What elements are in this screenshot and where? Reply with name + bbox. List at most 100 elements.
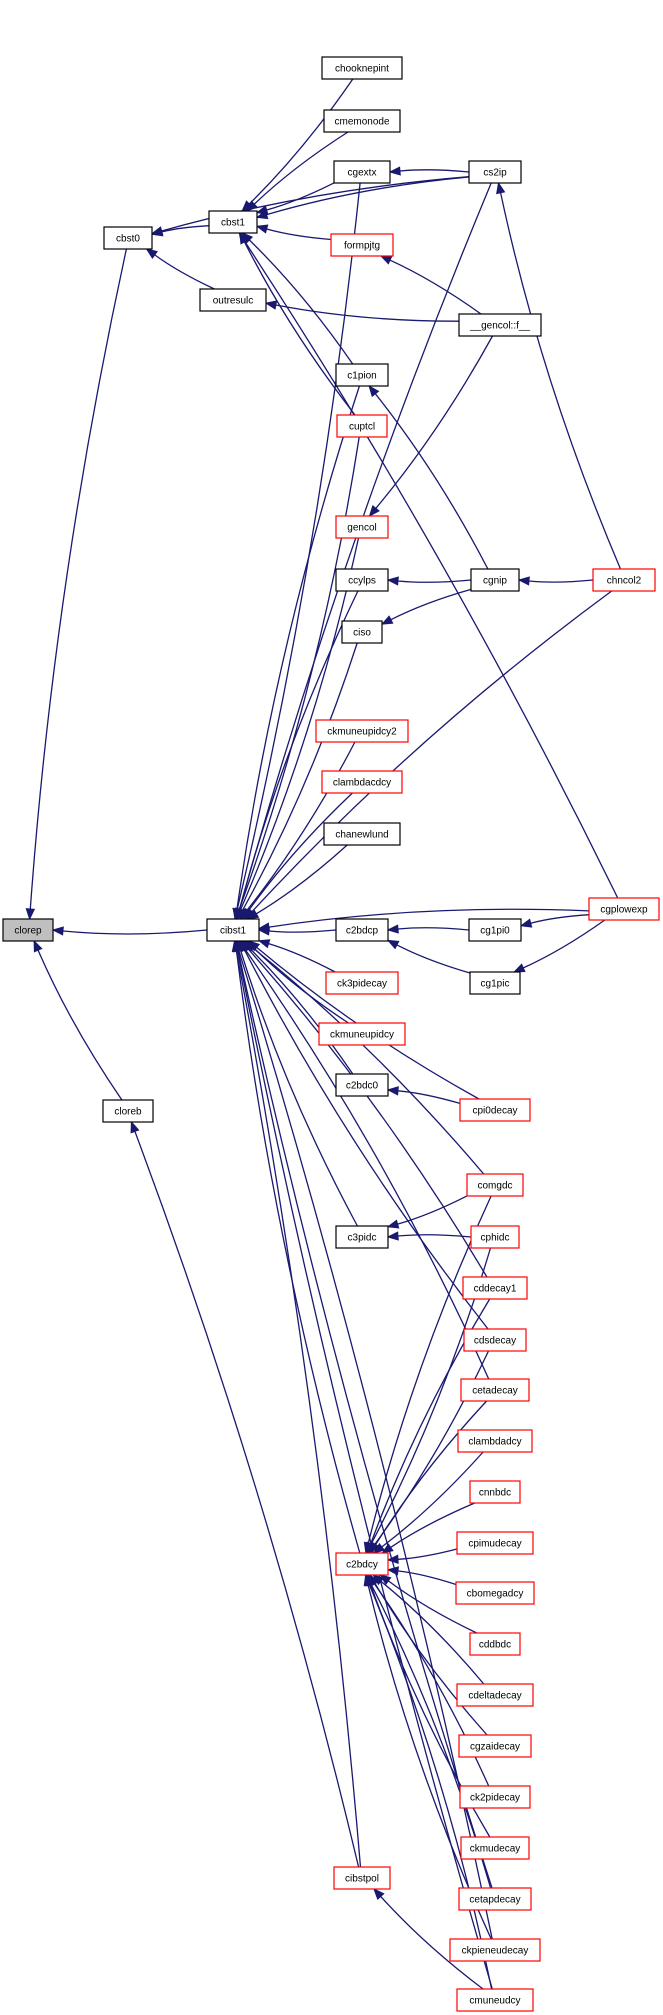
node-cetadecay[interactable]: cetadecay <box>460 1378 530 1402</box>
node-box-cphidc[interactable] <box>470 1225 520 1249</box>
node-cgplowexp[interactable]: cgplowexp <box>588 897 660 921</box>
node-box-ckmuneupidcy2[interactable] <box>315 719 409 743</box>
node-cmemonode[interactable]: cmemonode <box>323 109 401 133</box>
node-box-ciso[interactable] <box>341 620 383 644</box>
node-box-cddbdc[interactable] <box>469 1632 521 1656</box>
node-outresulc[interactable]: outresulc <box>199 288 267 312</box>
node-box-cdeltadecay[interactable] <box>456 1683 534 1707</box>
node-box-cmemonode[interactable] <box>323 109 401 133</box>
node-cuptcl[interactable]: cuptcl <box>336 414 388 438</box>
node-cphidc[interactable]: cphidc <box>470 1225 520 1249</box>
node-box-gencol_f[interactable] <box>458 313 542 337</box>
node-cmuneudcy[interactable]: cmuneudcy <box>456 1988 534 2012</box>
node-cg1pic[interactable]: cg1pic <box>469 971 521 995</box>
node-cdsdecay[interactable]: cdsdecay <box>463 1328 527 1352</box>
node-box-c1pion[interactable] <box>335 363 389 387</box>
node-box-c2bdcp[interactable] <box>335 918 389 942</box>
node-clambdadcy[interactable]: clambdadcy <box>457 1429 533 1453</box>
node-cpimudecay[interactable]: cpimudecay <box>456 1531 534 1555</box>
node-cibstpol[interactable]: cibstpol <box>333 1866 391 1890</box>
node-chanewlund[interactable]: chanewlund <box>323 822 401 846</box>
node-box-cuptcl[interactable] <box>336 414 388 438</box>
node-box-ckpieneudecay[interactable] <box>449 1938 541 1962</box>
node-box-cnnbdc[interactable] <box>469 1480 521 1504</box>
node-box-cpimudecay[interactable] <box>456 1531 534 1555</box>
node-box-c2bdcy[interactable] <box>335 1552 389 1576</box>
node-box-chncol2[interactable] <box>592 568 656 592</box>
node-gencol[interactable]: gencol <box>335 515 389 539</box>
node-c3pidc[interactable]: c3pidc <box>335 1225 389 1249</box>
node-chooknepint[interactable]: chooknepint <box>321 56 403 80</box>
node-box-formpjtg[interactable] <box>330 233 394 257</box>
node-box-clorep[interactable] <box>2 918 54 942</box>
node-clorep[interactable]: clorep <box>2 918 54 942</box>
node-box-outresulc[interactable] <box>199 288 267 312</box>
node-box-ck3pidecay[interactable] <box>325 971 399 995</box>
node-ccylps[interactable]: ccylps <box>335 568 389 592</box>
node-box-cgplowexp[interactable] <box>588 897 660 921</box>
node-box-ck2pidecay[interactable] <box>459 1785 531 1809</box>
node-c2bdcy[interactable]: c2bdcy <box>335 1552 389 1576</box>
node-box-cg1pi0[interactable] <box>468 918 522 942</box>
node-box-cgextx[interactable] <box>333 160 391 184</box>
node-ckmuneupidcy[interactable]: ckmuneupidcy <box>318 1022 406 1046</box>
node-ckpieneudecay[interactable]: ckpieneudecay <box>449 1938 541 1962</box>
node-box-chooknepint[interactable] <box>321 56 403 80</box>
node-gencol_f[interactable]: __gencol::f__ <box>458 313 542 337</box>
node-box-gencol[interactable] <box>335 515 389 539</box>
node-box-cg1pic[interactable] <box>469 971 521 995</box>
node-cddecay1[interactable]: cddecay1 <box>462 1276 528 1300</box>
node-box-ccylps[interactable] <box>335 568 389 592</box>
node-cg1pi0[interactable]: cg1pi0 <box>468 918 522 942</box>
node-cbst0[interactable]: cbst0 <box>103 226 153 250</box>
node-box-cetapdecay[interactable] <box>458 1887 532 1911</box>
node-box-cbomegadcy[interactable] <box>455 1581 535 1605</box>
node-box-chanewlund[interactable] <box>323 822 401 846</box>
node-cdeltadecay[interactable]: cdeltadecay <box>456 1683 534 1707</box>
node-box-clambdacdcy[interactable] <box>321 770 403 794</box>
node-box-cs2ip[interactable] <box>468 160 522 184</box>
node-box-cpi0decay[interactable] <box>459 1098 531 1122</box>
node-box-cbst1[interactable] <box>208 210 258 234</box>
node-comgdc[interactable]: comgdc <box>466 1173 524 1197</box>
node-cloreb[interactable]: cloreb <box>102 1099 154 1123</box>
node-cddbdc[interactable]: cddbdc <box>469 1632 521 1656</box>
node-cpi0decay[interactable]: cpi0decay <box>459 1098 531 1122</box>
node-box-comgdc[interactable] <box>466 1173 524 1197</box>
node-box-cibst1[interactable] <box>206 918 260 942</box>
node-box-ckmudecay[interactable] <box>460 1836 530 1860</box>
node-cs2ip[interactable]: cs2ip <box>468 160 522 184</box>
node-box-c2bdc0[interactable] <box>335 1073 389 1097</box>
node-cgzaidecay[interactable]: cgzaidecay <box>458 1734 532 1758</box>
node-clambdacdcy[interactable]: clambdacdcy <box>321 770 403 794</box>
node-box-cetadecay[interactable] <box>460 1378 530 1402</box>
node-box-clambdadcy[interactable] <box>457 1429 533 1453</box>
node-c2bdc0[interactable]: c2bdc0 <box>335 1073 389 1097</box>
node-chncol2[interactable]: chncol2 <box>592 568 656 592</box>
node-box-cbst0[interactable] <box>103 226 153 250</box>
node-cgextx[interactable]: cgextx <box>333 160 391 184</box>
node-ckmuneupidcy2[interactable]: ckmuneupidcy2 <box>315 719 409 743</box>
node-c1pion[interactable]: c1pion <box>335 363 389 387</box>
node-box-c3pidc[interactable] <box>335 1225 389 1249</box>
node-cbst1[interactable]: cbst1 <box>208 210 258 234</box>
node-cetapdecay[interactable]: cetapdecay <box>458 1887 532 1911</box>
node-formpjtg[interactable]: formpjtg <box>330 233 394 257</box>
node-cnnbdc[interactable]: cnnbdc <box>469 1480 521 1504</box>
node-ck3pidecay[interactable]: ck3pidecay <box>325 971 399 995</box>
node-box-cloreb[interactable] <box>102 1099 154 1123</box>
node-ciso[interactable]: ciso <box>341 620 383 644</box>
node-box-cdsdecay[interactable] <box>463 1328 527 1352</box>
node-box-cgnip[interactable] <box>470 568 520 592</box>
node-ck2pidecay[interactable]: ck2pidecay <box>459 1785 531 1809</box>
node-box-cgzaidecay[interactable] <box>458 1734 532 1758</box>
node-ckmudecay[interactable]: ckmudecay <box>460 1836 530 1860</box>
node-box-cddecay1[interactable] <box>462 1276 528 1300</box>
node-box-cmuneudcy[interactable] <box>456 1988 534 2012</box>
node-cgnip[interactable]: cgnip <box>470 568 520 592</box>
node-box-ckmuneupidcy[interactable] <box>318 1022 406 1046</box>
node-c2bdcp[interactable]: c2bdcp <box>335 918 389 942</box>
node-box-cibstpol[interactable] <box>333 1866 391 1890</box>
node-cbomegadcy[interactable]: cbomegadcy <box>455 1581 535 1605</box>
node-cibst1[interactable]: cibst1 <box>206 918 260 942</box>
